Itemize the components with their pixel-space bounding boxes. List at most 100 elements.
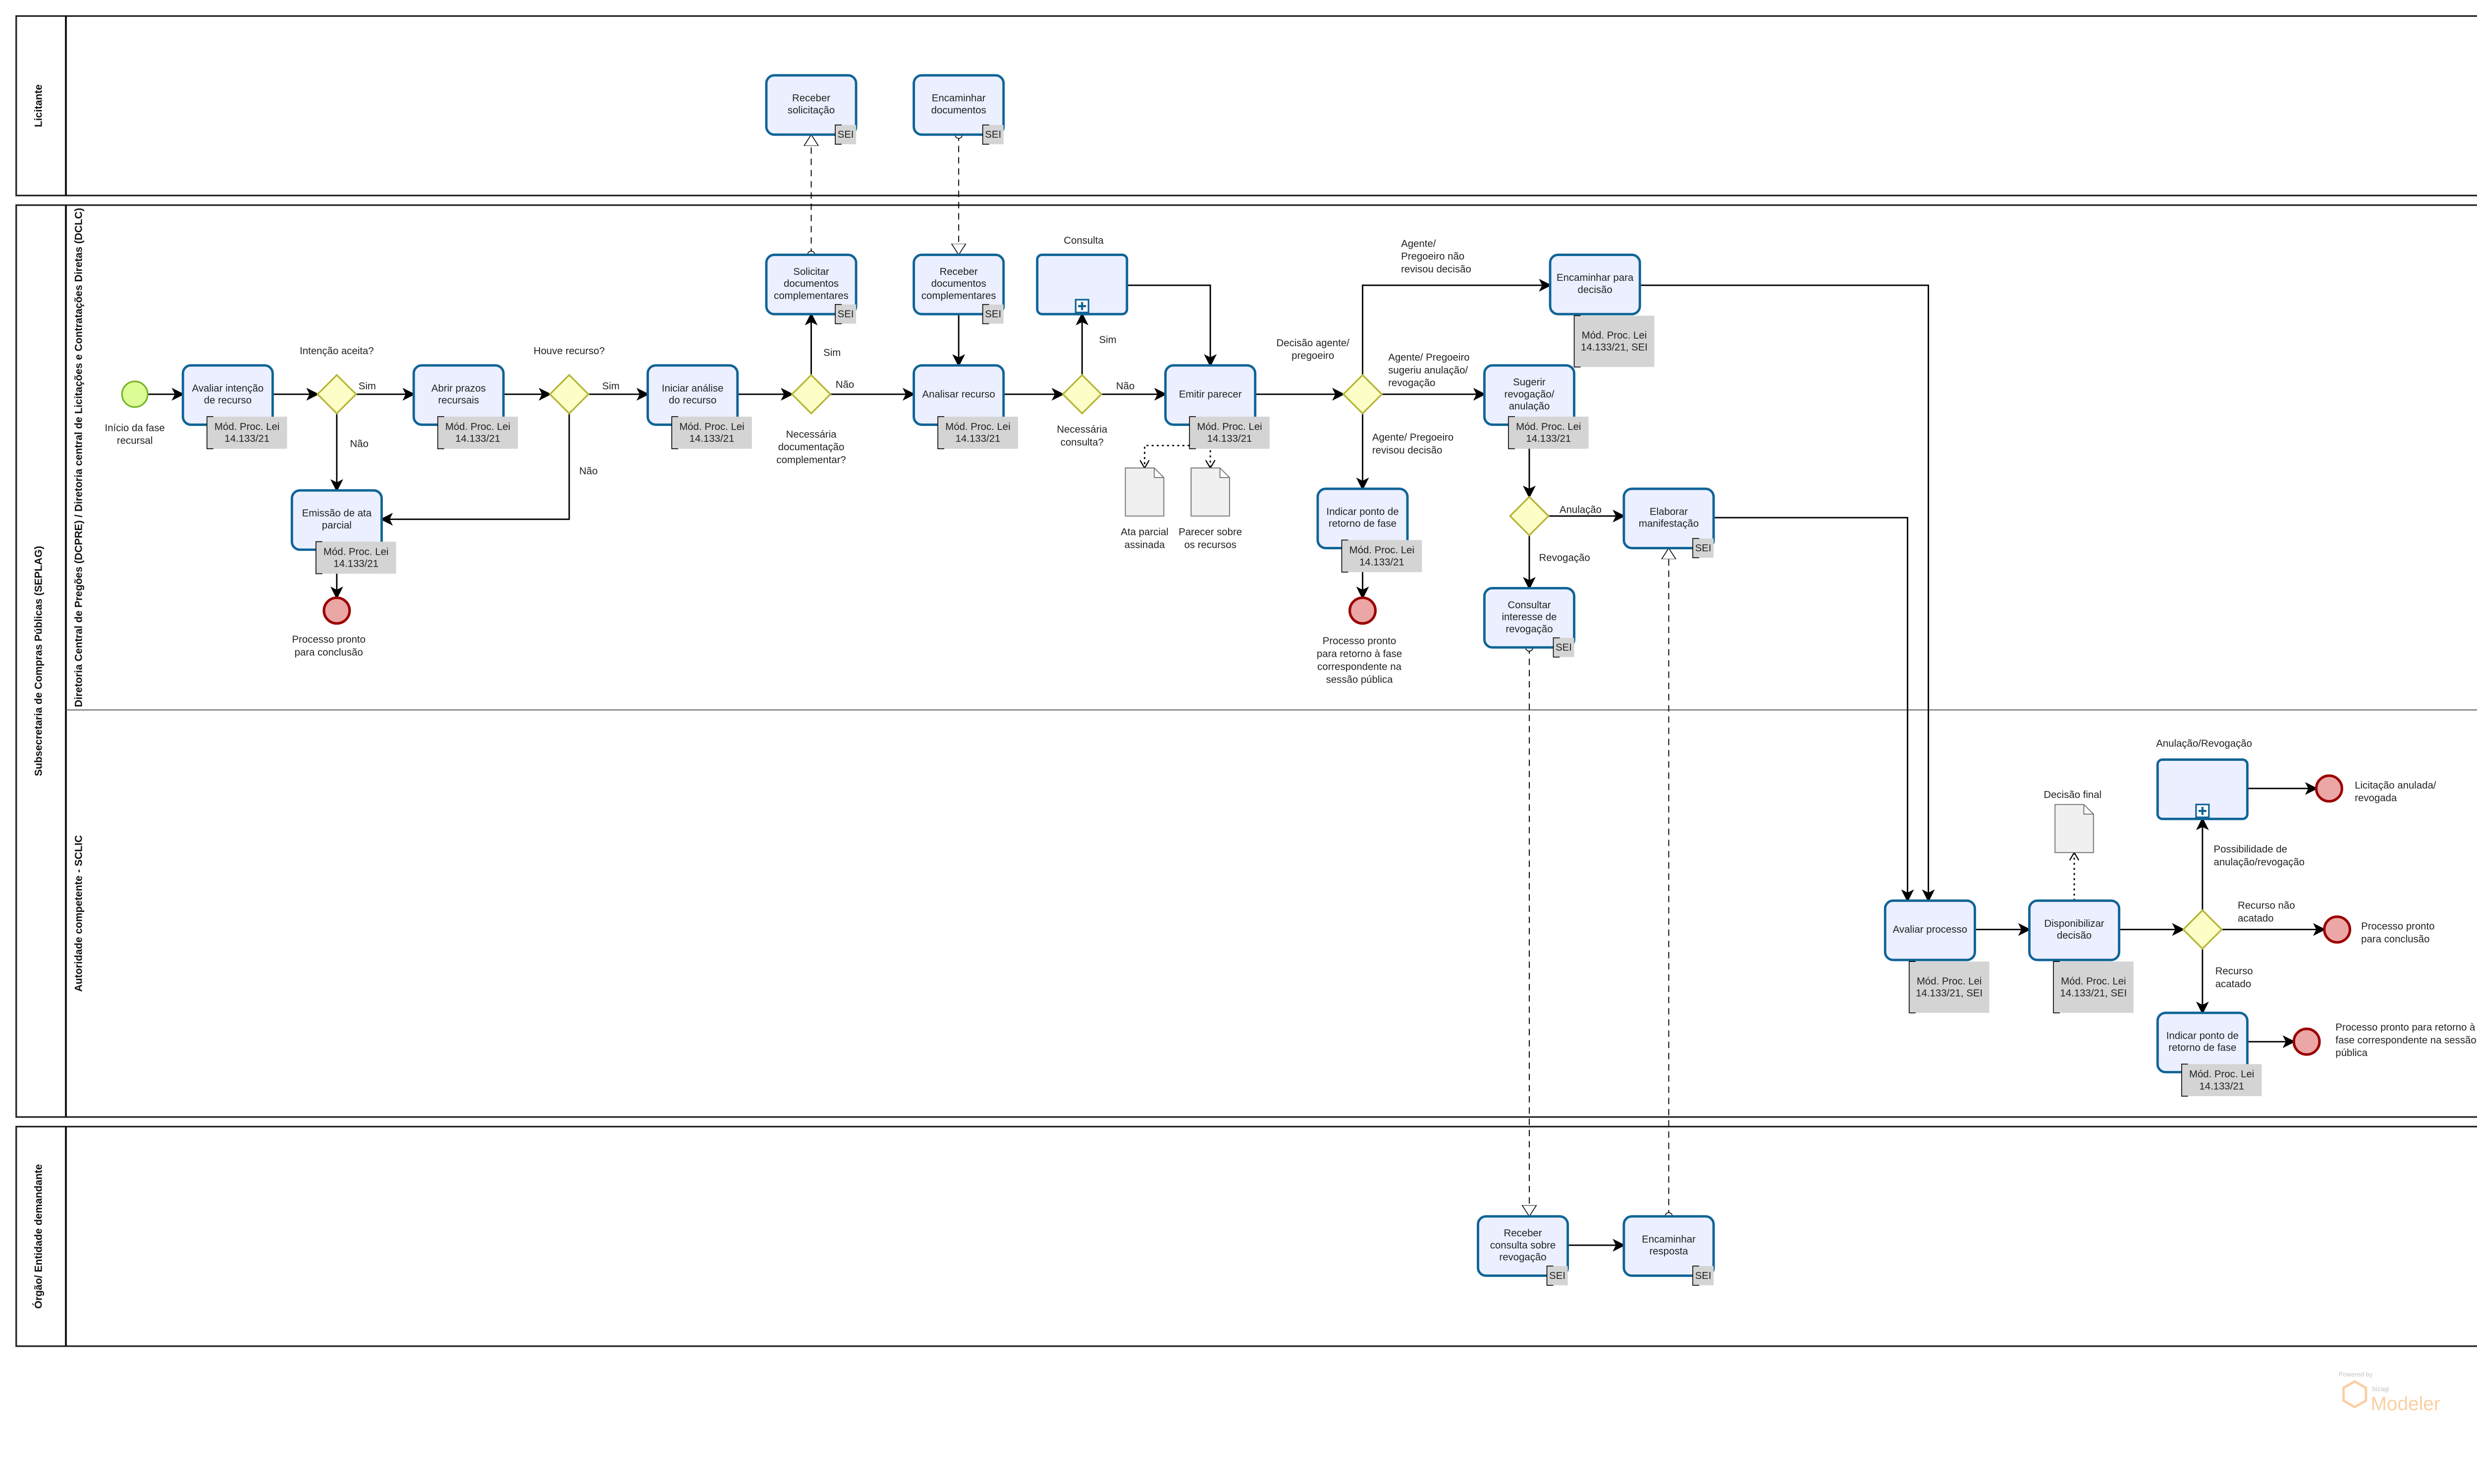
gateway-recurso[interactable]: [548, 373, 590, 415]
sequence-flow[interactable]: [1362, 278, 1552, 375]
subprocess-consulta[interactable]: [1036, 254, 1129, 316]
bizagi-modeler-watermark: Powered by bizagi Modeler: [2339, 1371, 2440, 1415]
annotation-text: SEI: [985, 129, 1001, 140]
gateway-documentacao[interactable]: [791, 373, 832, 415]
pool-orgao: Órgão/ Entidade demandante: [15, 1125, 2477, 1347]
subprocess-anulacao-revogacao[interactable]: [2156, 758, 2249, 820]
gateway-intencao[interactable]: [316, 373, 357, 415]
watermark-brand: bizagi: [2372, 1385, 2389, 1392]
start-event-inicio[interactable]: [121, 380, 149, 408]
gateway-anulacao[interactable]: [1508, 495, 1550, 536]
flow-label: Revogação: [1539, 552, 1590, 563]
watermark-product: Modeler: [2371, 1393, 2440, 1415]
sequence-flow[interactable]: [1640, 284, 1935, 902]
annotation: SEI: [1553, 637, 1574, 658]
end-event-fim-anulada[interactable]: [2315, 774, 2343, 803]
sequence-flow[interactable]: [1127, 284, 1217, 367]
flow-label: Não: [350, 439, 368, 450]
flow-label: Sim: [359, 381, 376, 392]
flow-label: Anulação: [1560, 504, 1602, 515]
sequence-flow[interactable]: [1714, 517, 1914, 902]
expand-plus-icon[interactable]: [2195, 803, 2210, 818]
end-event-fim-retorno-1[interactable]: [1348, 596, 1377, 625]
annotation: SEI: [1692, 538, 1714, 558]
annotation-text: SEI: [1695, 543, 1712, 554]
task-label: Emitir parecer: [1179, 389, 1242, 400]
end-event-fim-conclusao-1[interactable]: [323, 596, 351, 625]
pool-licitante: Licitante: [15, 15, 2477, 197]
end-event-fim-conclusao-2[interactable]: [2323, 915, 2352, 944]
event-label: Licitação anulada/revogada: [2355, 780, 2436, 804]
gateway-label: Houve recurso?: [534, 346, 605, 357]
data-object-decisao-final-icon[interactable]: [2054, 804, 2094, 853]
flow-label: Não: [1116, 381, 1134, 392]
pool-label: Subsecretaria de Compras Públicas (SEPLA…: [33, 546, 44, 776]
annotation-text: SEI: [838, 309, 854, 320]
data-object-ata-parcial-icon[interactable]: [1125, 467, 1165, 517]
gateway-label: Intenção aceita?: [300, 346, 374, 357]
data-object-parecer-icon[interactable]: [1190, 467, 1230, 517]
annotation: SEI: [982, 304, 1004, 324]
flow-label: Sim: [602, 381, 620, 392]
watermark-powered: Powered by: [2339, 1371, 2373, 1378]
gateway-consulta[interactable]: [1062, 373, 1103, 415]
gateway-decisao[interactable]: [1342, 373, 1383, 415]
end-event-fim-retorno-2[interactable]: [2292, 1027, 2321, 1056]
sequence-flow[interactable]: [380, 413, 570, 526]
lane-label-sclic: Autoridade competente - SCLIC: [73, 835, 84, 992]
annotation-text: SEI: [1556, 642, 1572, 653]
annotation-text: SEI: [985, 309, 1001, 320]
gateway-final[interactable]: [2182, 909, 2223, 950]
